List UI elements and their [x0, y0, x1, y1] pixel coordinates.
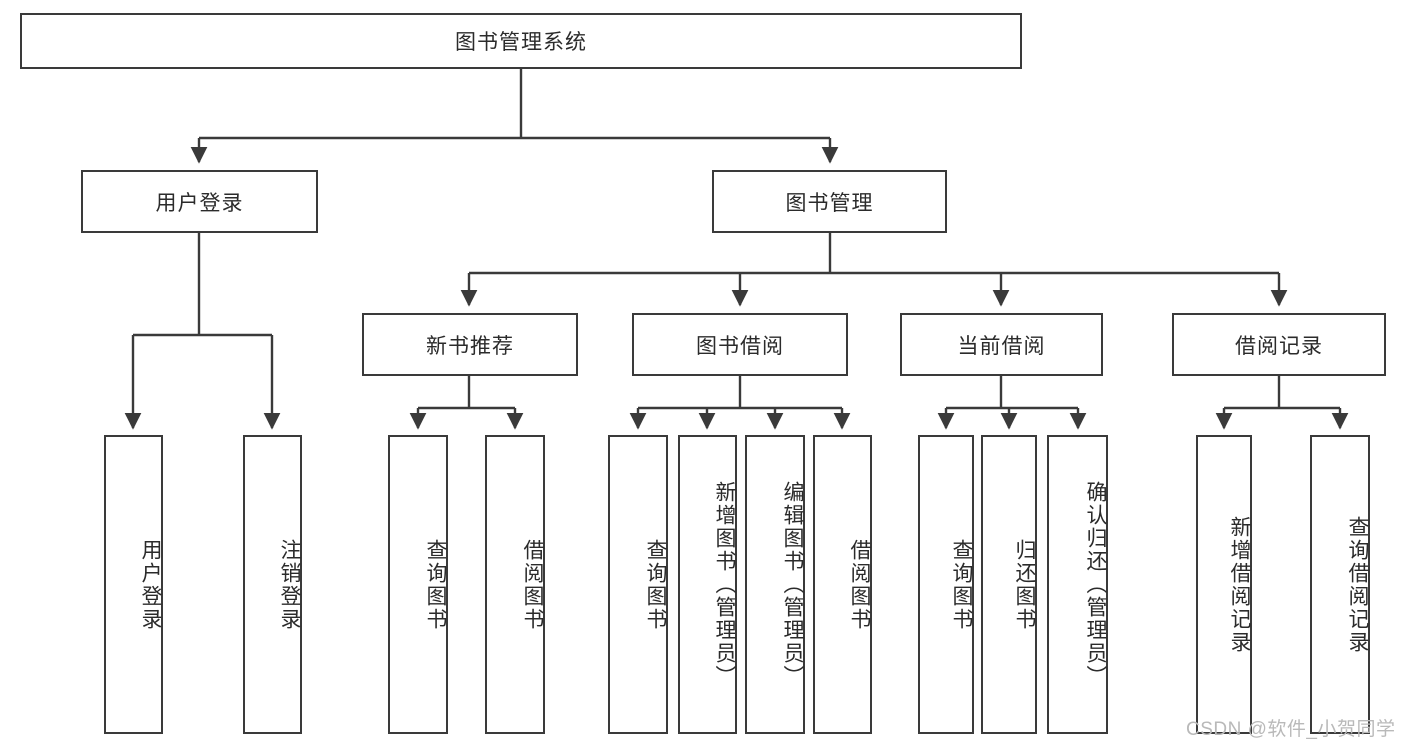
leaf-add-book[interactable]: 新增图书（管理员）: [678, 435, 737, 734]
leaf-query-book-recommend[interactable]: 查询图书: [388, 435, 448, 734]
csdn-watermark: CSDN @软件_小贺同学: [1186, 719, 1396, 740]
leaf-query-borrow-record[interactable]: 查询借阅记录: [1310, 435, 1370, 734]
node-user-login[interactable]: 用户登录: [81, 170, 318, 233]
node-new-book-recommend[interactable]: 新书推荐: [362, 313, 578, 376]
leaf-user-login[interactable]: 用户登录: [104, 435, 163, 734]
node-book-borrow[interactable]: 图书借阅: [632, 313, 848, 376]
leaf-edit-book[interactable]: 编辑图书（管理员）: [745, 435, 805, 734]
node-current-borrow[interactable]: 当前借阅: [900, 313, 1103, 376]
leaf-query-book-borrow[interactable]: 查询图书: [608, 435, 668, 734]
leaf-query-book-current[interactable]: 查询图书: [918, 435, 974, 734]
leaf-return-book[interactable]: 归还图书: [981, 435, 1037, 734]
leaf-logout[interactable]: 注销登录: [243, 435, 302, 734]
leaf-confirm-return[interactable]: 确认归还（管理员）: [1047, 435, 1108, 734]
leaf-borrow-book-recommend[interactable]: 借阅图书: [485, 435, 545, 734]
node-book-manage[interactable]: 图书管理: [712, 170, 947, 233]
leaf-borrow-book[interactable]: 借阅图书: [813, 435, 872, 734]
node-borrow-record[interactable]: 借阅记录: [1172, 313, 1386, 376]
node-root[interactable]: 图书管理系统: [20, 13, 1022, 69]
leaf-add-borrow-record[interactable]: 新增借阅记录: [1196, 435, 1252, 734]
